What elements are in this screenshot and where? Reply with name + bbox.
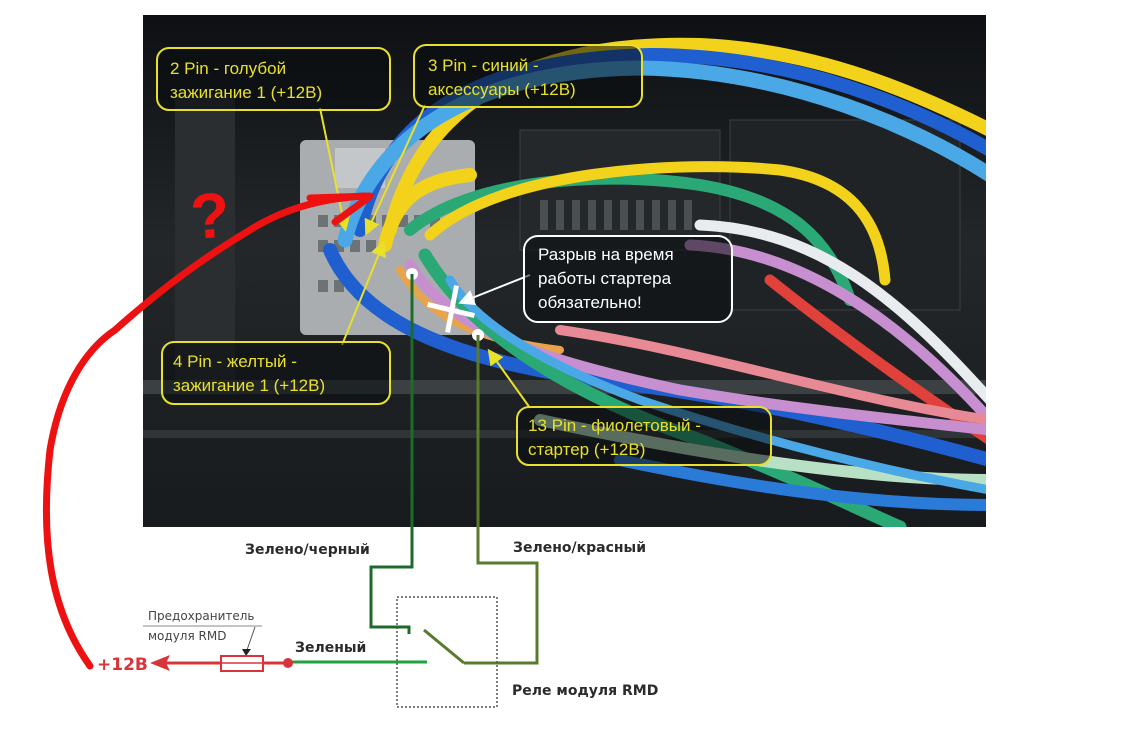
- label-green: Зеленый: [295, 640, 366, 656]
- fuse-label-leader: [246, 626, 256, 651]
- pin3-leader: [364, 104, 426, 236]
- label-green-red: Зелено/красный: [513, 540, 646, 556]
- green-red-wire: [464, 335, 539, 665]
- violet-right-wire: [684, 239, 986, 424]
- callout-pin4-line1: 4 Pin - желтый -: [173, 352, 297, 371]
- power-label: +12В: [97, 655, 148, 675]
- label-green-black: Зелено/черный: [245, 542, 370, 558]
- blue-lower-wire: [614, 454, 986, 511]
- pink-wire: [555, 325, 986, 425]
- relay-switch-contact: [423, 628, 465, 665]
- green-black-wire: [369, 274, 414, 634]
- callout-pin2-line1: 2 Pin - голубой: [170, 59, 286, 78]
- callout-pin3: 3 Pin - синий - аксессуары (+12В): [413, 44, 643, 108]
- power-arrow-icon: [150, 655, 170, 671]
- callout-pin3-line2: аксессуары (+12В): [428, 80, 576, 99]
- fuse-label-arrowhead-icon: [242, 649, 251, 656]
- relay-box: [396, 596, 498, 708]
- break-note-line3: обязательно!: [538, 293, 642, 312]
- callout-pin4: 4 Pin - желтый - зажигание 1 (+12В): [161, 341, 391, 405]
- callout-break-note: Разрыв на время работы стартера обязател…: [523, 235, 733, 323]
- white-wire: [694, 219, 986, 404]
- yellow-arc-wire: [424, 161, 891, 286]
- green-mid-wire: [404, 172, 856, 306]
- hand-annotation: ?: [42, 179, 374, 670]
- fuse-label-line2: модуля RMD: [148, 629, 226, 643]
- hand-drawn-arrowhead-icon: [306, 192, 374, 226]
- question-mark-icon: ?: [188, 179, 232, 254]
- yellow-mid-wire: [378, 168, 477, 252]
- fuse-label-line1: Предохранитель: [148, 609, 255, 623]
- callout-pin13-line2: стартер (+12В): [528, 440, 645, 459]
- callout-pin2-line2: зажигание 1 (+12В): [170, 83, 322, 102]
- junction-dot: [283, 658, 293, 668]
- cut-mark-icon: [426, 285, 476, 333]
- second-connector-pins: [540, 200, 692, 230]
- light-blue-lower-wire: [445, 275, 986, 494]
- relay-label: Реле модуля RMD: [512, 683, 658, 699]
- break-note-line1: Разрыв на время: [538, 245, 674, 264]
- callout-pin3-line1: 3 Pin - синий -: [428, 56, 539, 75]
- break-note-line2: работы стартера: [538, 269, 672, 288]
- pin13-leader: [487, 348, 531, 409]
- hand-drawn-red-curve: [42, 192, 369, 670]
- callout-pin13: 13 Pin - фиолетовый - стартер (+12В): [516, 406, 772, 466]
- callout-pin4-line2: зажигание 1 (+12В): [173, 376, 325, 395]
- second-connector: [519, 129, 721, 251]
- pin4-leader: [341, 240, 386, 346]
- pin2-leader: [319, 107, 351, 232]
- callout-pin13-line1: 13 Pin - фиолетовый -: [528, 416, 701, 435]
- break-leader: [458, 274, 531, 306]
- yellow-top-wire: [383, 37, 986, 237]
- violet-lower-wire: [404, 259, 986, 436]
- callout-pin2: 2 Pin - голубой зажигание 1 (+12В): [156, 47, 391, 111]
